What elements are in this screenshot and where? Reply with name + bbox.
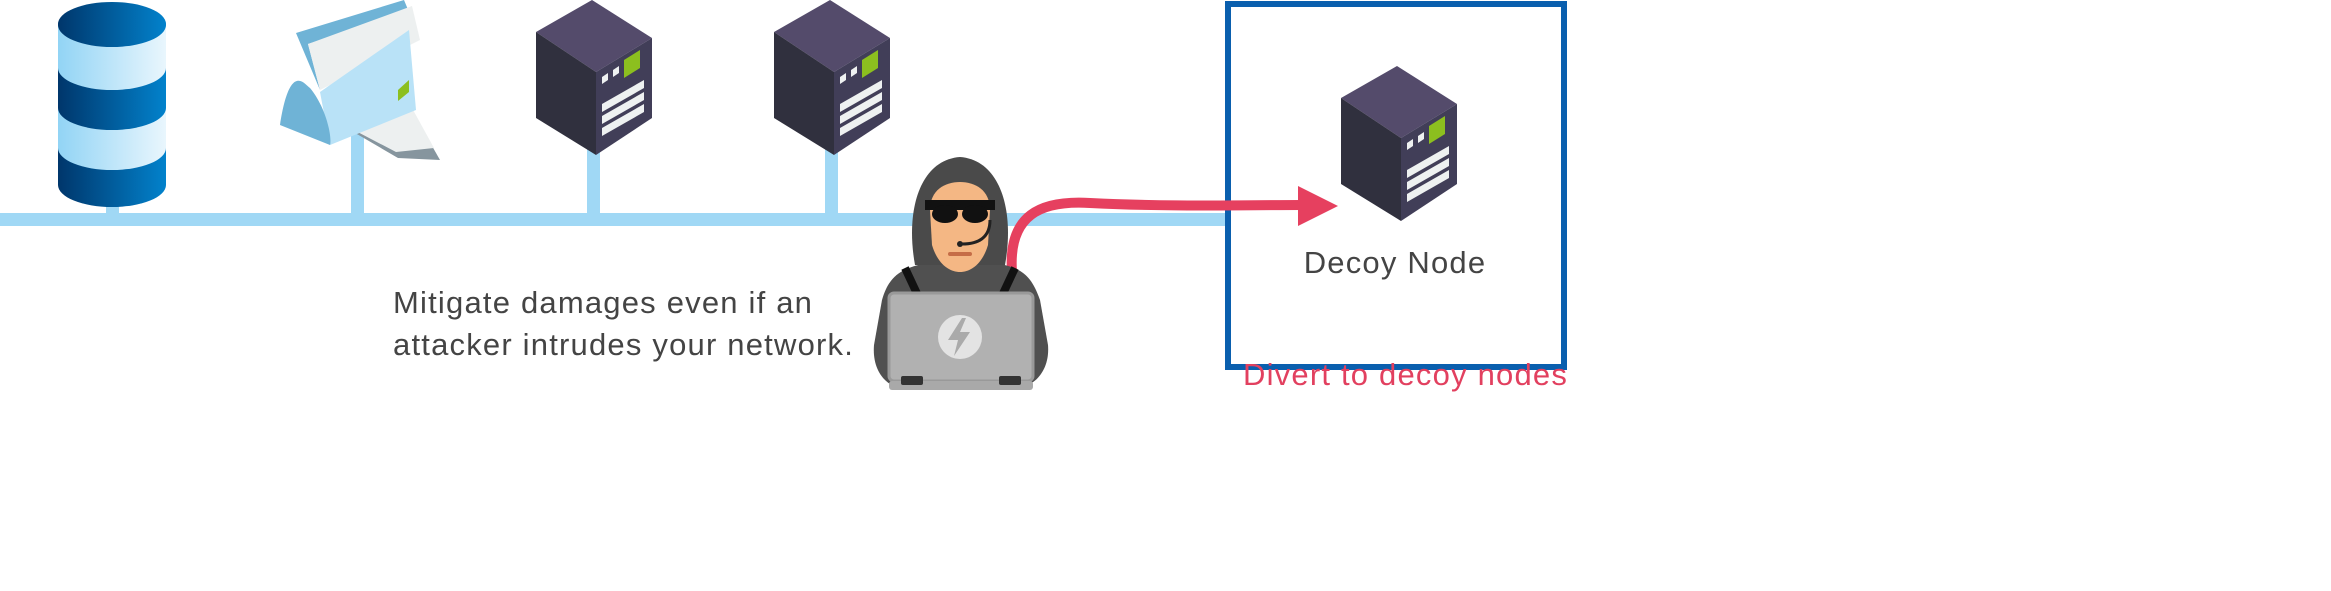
intrusion-message: Mitigate damages even if an attacker int… xyxy=(393,282,854,366)
message-line-1: Mitigate damages even if an xyxy=(393,285,814,320)
decoy-server-icon xyxy=(1341,66,1457,221)
decoy-node-label: Decoy Node xyxy=(1303,245,1487,280)
database-icon xyxy=(58,2,166,207)
decoy-zone-box xyxy=(1225,1,1567,370)
divert-caption: Divert to decoy nodes xyxy=(1243,357,1569,392)
divert-arrow xyxy=(1006,186,1338,273)
printer-icon xyxy=(280,0,440,160)
hacker-icon xyxy=(873,157,1049,390)
server-icon xyxy=(774,0,890,155)
server-icon xyxy=(536,0,652,155)
message-line-2: attacker intrudes your network. xyxy=(393,327,855,362)
